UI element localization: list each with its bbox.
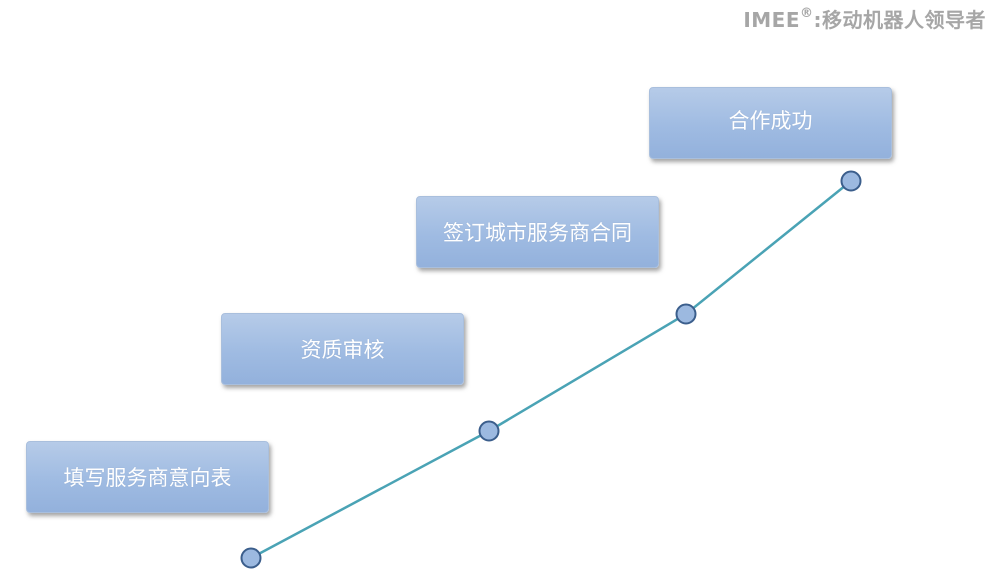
- connector-line: [250, 180, 852, 560]
- step-box-qualification-review: 资质审核: [221, 313, 464, 385]
- step-label: 合作成功: [728, 109, 813, 133]
- step-label: 填写服务商意向表: [63, 466, 232, 490]
- brand-name: IMEE: [743, 8, 800, 32]
- step-node-3: [675, 303, 697, 325]
- brand-header: IMEE®:移动机器人领导者: [743, 4, 986, 33]
- step-label: 资质审核: [300, 338, 385, 362]
- step-box-application-form: 填写服务商意向表: [26, 441, 269, 513]
- step-node-4: [840, 170, 862, 192]
- step-box-sign-contract: 签订城市服务商合同: [416, 196, 659, 268]
- step-node-1: [240, 547, 262, 569]
- step-node-2: [478, 420, 500, 442]
- brand-tagline: :移动机器人领导者: [813, 8, 986, 32]
- registered-mark: ®: [800, 6, 814, 22]
- step-box-cooperation-success: 合作成功: [649, 87, 892, 159]
- step-label: 签订城市服务商合同: [443, 221, 632, 245]
